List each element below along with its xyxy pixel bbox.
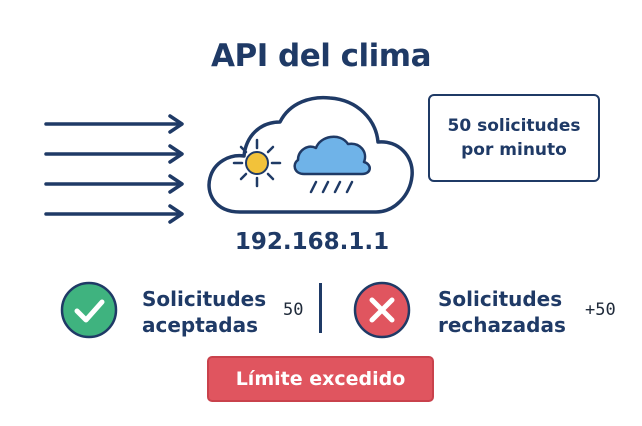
rejected-count: +50 [585,300,616,320]
rejected-label-line2: rechazadas [438,313,566,337]
accepted-label-line1: Solicitudes [142,287,267,311]
check-circle-icon [60,281,118,339]
incoming-requests-arrows [44,114,184,224]
page-title: API del clima [210,38,432,74]
accepted-label-line2: aceptadas [142,313,259,337]
rate-limit-line1: 50 solicitudes [447,116,581,136]
server-ip: 192.168.1.1 [234,229,390,255]
arrow-icon [44,114,184,134]
accepted-count: 50 [283,300,304,320]
rejected-label: Solicitudes rechazadas [438,286,566,338]
arrow-icon [44,174,184,194]
rejected-label-line1: Solicitudes [438,287,563,311]
rain-cloud-icon [293,135,371,194]
arrow-icon [44,144,184,164]
rate-limit-box: 50 solicitudes por minuto [428,94,600,182]
limit-exceeded-badge: Límite excedido [207,356,434,402]
sun-icon [232,138,282,188]
divider [319,283,322,333]
rate-limit-line2: por minuto [461,140,567,160]
accepted-label: Solicitudes aceptadas [142,286,266,338]
x-circle-icon [353,281,411,339]
arrow-icon [44,204,184,224]
weather-api-cloud-icon [207,95,414,214]
